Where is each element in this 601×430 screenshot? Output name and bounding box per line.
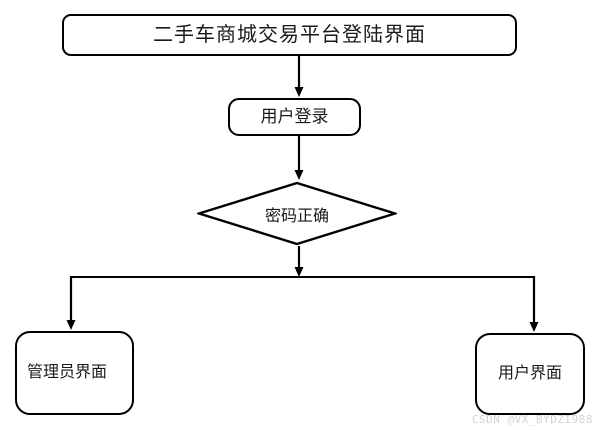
node-admin-interface-label: 管理员界面 [27, 364, 108, 381]
node-user-login-label: 用户登录 [260, 107, 329, 127]
node-user-interface[interactable]: 用户界面 [475, 333, 585, 415]
node-password-correct-label: 密码正确 [264, 207, 329, 225]
node-admin-interface[interactable]: 管理员界面 [15, 331, 134, 415]
diamond-shape [197, 181, 397, 246]
node-user-login[interactable]: 用户登录 [228, 98, 361, 136]
node-title-label: 二手车商城交易平台登陆界面 [153, 23, 426, 46]
node-password-correct[interactable]: 密码正确 [197, 181, 397, 246]
csdn-watermark: CSDN @VX_BYDZI988 [471, 413, 593, 426]
node-title[interactable]: 二手车商城交易平台登陆界面 [62, 14, 517, 56]
node-user-interface-label: 用户界面 [497, 365, 562, 382]
